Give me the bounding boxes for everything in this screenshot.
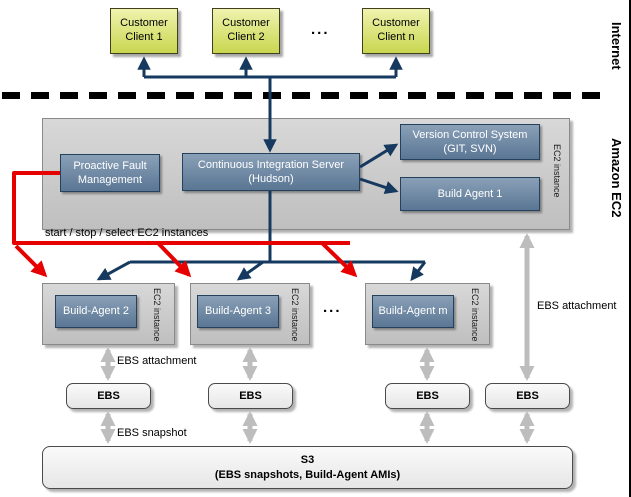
version-control-node: Version Control System (GIT, SVN) xyxy=(400,124,540,160)
agent2-ec2-instance-tag: EC2 instance xyxy=(152,288,162,342)
main-ec2-instance-tag: EC2 instance xyxy=(552,144,562,198)
customer-client-2-node: Customer Client 2 xyxy=(212,8,280,54)
agent3-ec2-instance-tag: EC2 instance xyxy=(290,288,300,342)
ebs-snapshot-label: EBS snapshot xyxy=(117,427,187,439)
arrow-pfm-to-agent3 xyxy=(156,241,192,278)
arrow-ci-to-agentm xyxy=(410,261,427,282)
customer-client-n-node: Customer Client n xyxy=(362,8,430,54)
ebs-attachment-right-label: EBS attachment xyxy=(537,300,617,312)
arrow-ci-to-agent2 xyxy=(96,260,131,281)
internet-zone-label: Internet xyxy=(609,22,624,70)
s3-node: S3 (EBS snapshots, Build-Agent AMIs) xyxy=(42,446,573,489)
internet-ec2-boundary-dashed-line xyxy=(2,92,600,99)
build-agent-2-node: Build-Agent 2 xyxy=(55,295,137,328)
agentm-ec2-instance-tag: EC2 instance xyxy=(470,288,480,342)
ebs-attachment-left-label: EBS attachment xyxy=(117,355,197,367)
build-agent-1-node: Build Agent 1 xyxy=(400,177,540,211)
arrow-pfm-to-agent2 xyxy=(14,244,48,278)
ebs-volume-2: EBS xyxy=(208,383,293,409)
proactive-fault-management-node: Proactive Fault Management xyxy=(60,154,160,192)
s3-title: S3 xyxy=(300,453,315,466)
build-agent-m-node: Build-Agent m xyxy=(372,295,454,328)
amazon-ec2-zone-label: Amazon EC2 xyxy=(609,138,624,218)
build-agent-3-node: Build-Agent 3 xyxy=(197,295,279,328)
right-border-line xyxy=(629,0,631,497)
arrow-ci-to-agent3 xyxy=(236,260,264,281)
ebs-volume-1: EBS xyxy=(66,383,151,409)
customer-client-1-node: Customer Client 1 xyxy=(110,8,178,54)
agent3-ec2-instance-container xyxy=(190,283,310,345)
s3-subtitle: (EBS snapshots, Build-Agent AMIs) xyxy=(214,468,401,481)
ebs-volume-4: EBS xyxy=(485,383,570,409)
arrow-pfm-to-agentm xyxy=(320,241,358,278)
ci-server-node: Continuous Integration Server (Hudson) xyxy=(182,153,360,191)
start-stop-select-label: start / stop / select EC2 instances xyxy=(45,227,209,239)
ebs-volume-3: EBS xyxy=(385,383,470,409)
agents-ellipsis: ... xyxy=(323,299,342,316)
clients-ellipsis: ... xyxy=(311,21,330,38)
